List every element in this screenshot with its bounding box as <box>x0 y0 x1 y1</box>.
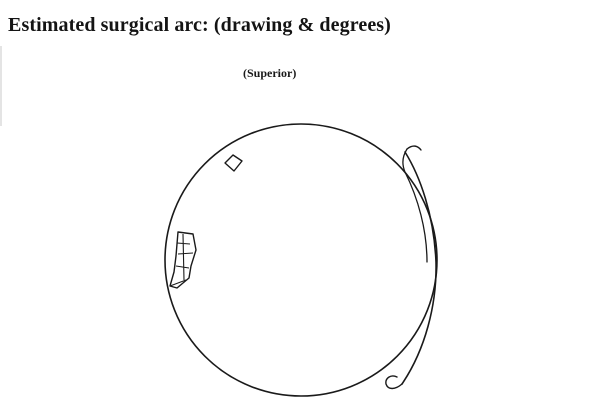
surgical-arc-arrow <box>386 146 436 388</box>
eye-outline-circle <box>165 124 437 396</box>
left-lesion-sketch <box>170 232 196 288</box>
small-incision-mark <box>225 155 242 171</box>
